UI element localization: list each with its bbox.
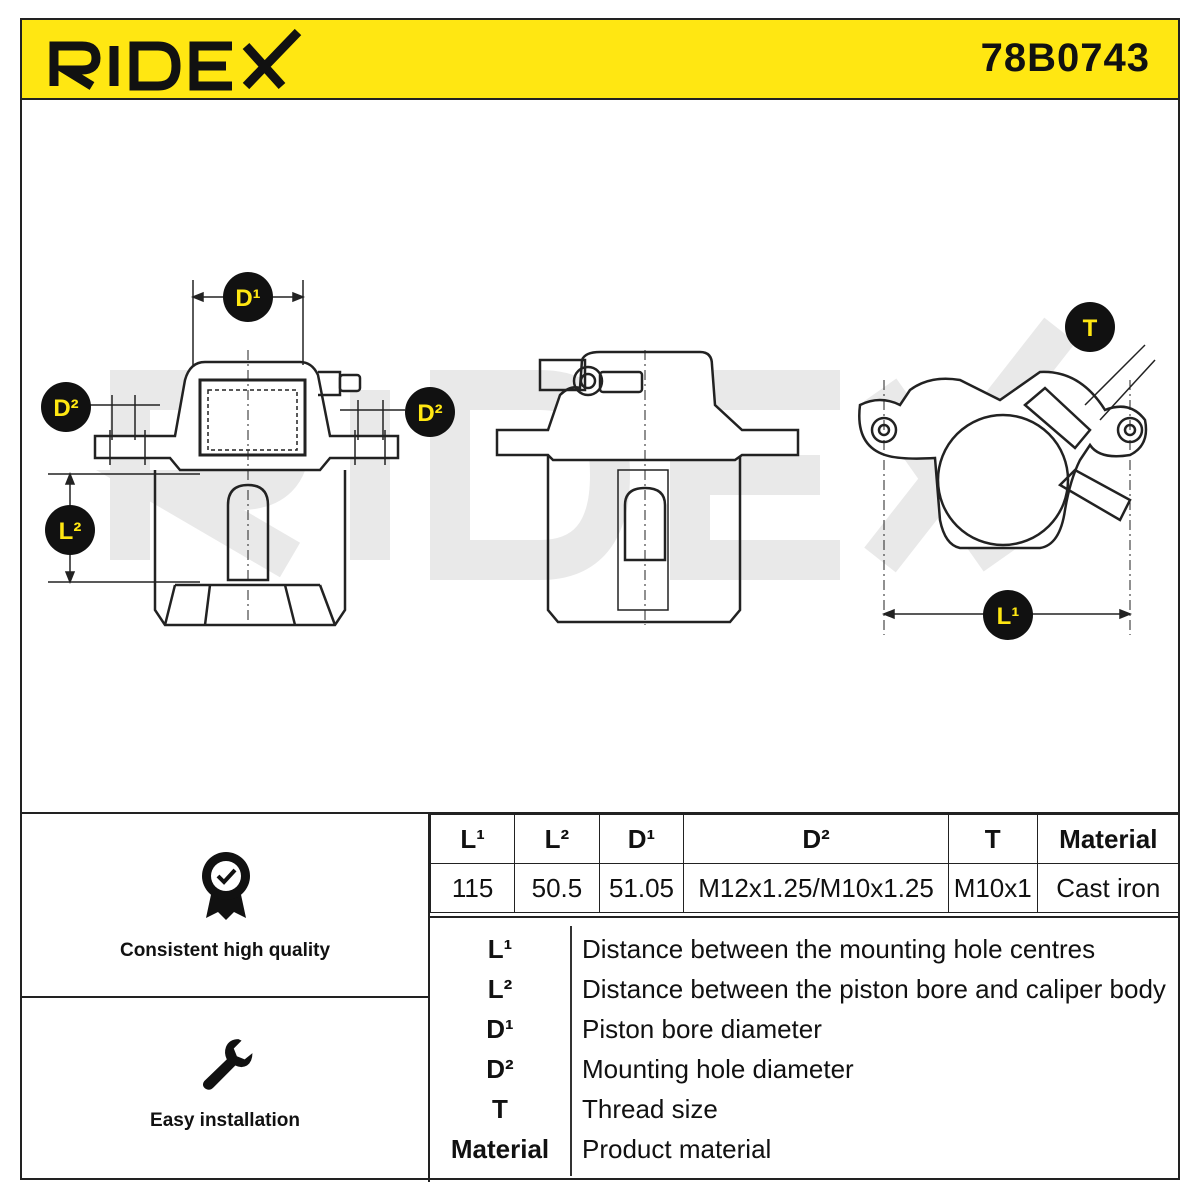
svg-text:D²: D² (417, 400, 442, 427)
legend-symbol: L¹ (487, 934, 513, 964)
spec-value: 115 (429, 863, 516, 913)
header-bar: 78B0743 (20, 18, 1180, 100)
spec-value: M12x1.25/M10x1.25 (683, 863, 949, 913)
legend-symbol: D² (486, 1054, 514, 1084)
brand-logo (49, 28, 302, 91)
legend-description: Product material (582, 1134, 772, 1164)
svg-text:D¹: D¹ (235, 285, 260, 312)
marker-d1: D¹ (223, 272, 273, 322)
legend-description: Piston bore diameter (582, 1014, 822, 1044)
legend-description: Thread size (582, 1094, 718, 1124)
caliper-front-view (93, 350, 400, 630)
svg-text:D²: D² (53, 395, 78, 422)
legend: L¹ Distance between the mounting hole ce… (430, 916, 1180, 1184)
svg-text:T: T (1083, 315, 1098, 342)
spec-table: L¹ L² D¹ D² T Material 115 50.5 51.05 M1… (429, 814, 1181, 913)
legend-symbol: D¹ (486, 1014, 514, 1044)
spec-header: L² (514, 814, 600, 864)
svg-text:L¹: L¹ (997, 603, 1020, 630)
caliper-rear-view (858, 370, 1148, 635)
legend-symbol: L² (487, 974, 513, 1004)
feature-installation: Easy installation (20, 998, 430, 1182)
legend-description: Distance between the piston bore and cal… (582, 974, 1166, 1004)
marker-d2-right: D² (405, 387, 455, 437)
spec-value: 51.05 (598, 863, 685, 913)
legend-description: Mounting hole diameter (582, 1054, 854, 1084)
quality-badge-icon (202, 852, 250, 920)
spec-value-row: 115 50.5 51.05 M12x1.25/M10x1.25 M10x1 C… (429, 863, 1181, 913)
feature-installation-label: Easy installation (150, 1110, 300, 1131)
feature-quality-label: Consistent high quality (119, 940, 331, 961)
spec-header: D¹ (598, 814, 685, 864)
marker-l1: L¹ (983, 590, 1033, 640)
bottom-section: Consistent high quality Easy installatio… (20, 812, 1181, 1184)
spec-header: T (947, 814, 1038, 864)
spec-value: Cast iron (1036, 863, 1181, 913)
legend-divider (570, 926, 572, 1176)
feature-quality: Consistent high quality (20, 814, 430, 998)
technical-drawing: D¹ D² D² L² L¹ T (41, 272, 1156, 640)
legend-description: Distance between the mounting hole centr… (582, 934, 1096, 964)
legend-symbol: T (492, 1094, 508, 1124)
svg-text:L²: L² (59, 518, 82, 545)
caliper-side-view (495, 350, 800, 625)
wrench-icon (202, 1039, 253, 1090)
marker-d2-left: D² (41, 382, 91, 432)
marker-t: T (1065, 302, 1115, 352)
legend-symbol: Material (450, 1134, 550, 1164)
spec-value: 50.5 (514, 863, 600, 913)
spec-header-row: L¹ L² D¹ D² T Material (429, 814, 1181, 864)
part-number: 78B0743 (980, 36, 1150, 80)
spec-header: Material (1036, 814, 1181, 864)
spec-value: M10x1 (947, 863, 1038, 913)
marker-l2: L² (45, 505, 95, 555)
spec-header: D² (683, 814, 949, 864)
spec-header: L¹ (429, 814, 516, 864)
